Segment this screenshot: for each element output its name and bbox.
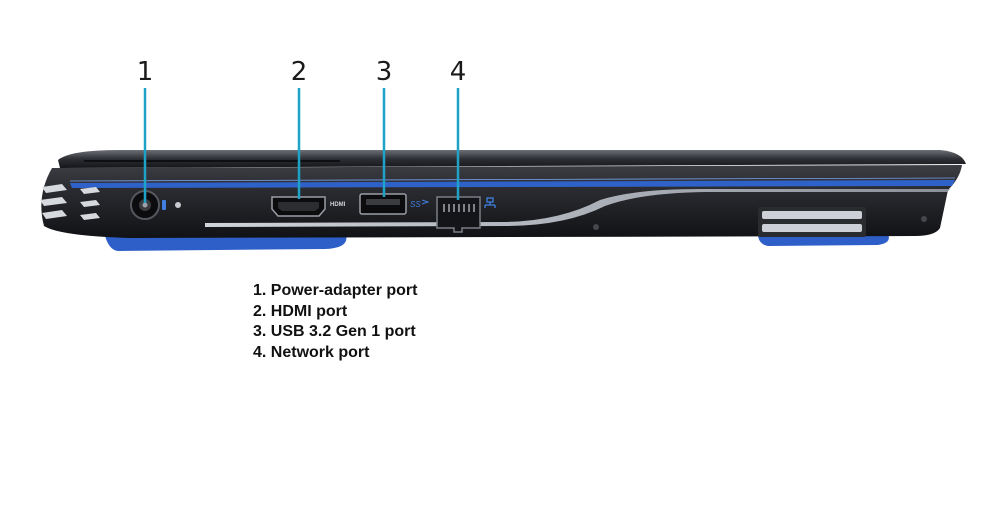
callout-number-1: 1: [136, 57, 154, 87]
legend-item: 3. USB 3.2 Gen 1 port: [253, 323, 416, 340]
usb-arrow-icon: [421, 199, 430, 205]
side-vents: [40, 184, 100, 220]
callout-number-2: 2: [290, 57, 308, 87]
network-port: [436, 196, 481, 233]
callout-number-3: 3: [375, 57, 393, 87]
legend-item: 4. Network port: [253, 343, 370, 361]
legend-item: 1. Power-adapter port: [253, 282, 418, 299]
rear-vents: [758, 207, 866, 237]
leader-lines: [143, 88, 460, 203]
network-icon: [484, 197, 496, 208]
screw: [921, 216, 927, 222]
screw: [593, 224, 599, 230]
hdmi-logo: HDMI: [330, 202, 346, 208]
hdmi-port: [271, 196, 326, 217]
silver-swoosh: [205, 189, 950, 227]
blue-accent-stripe: [70, 180, 955, 188]
laptop-lid: [58, 150, 966, 168]
port-legend: 1. Power-adapter port 2. HDMI port 3. US…: [253, 281, 417, 363]
usb-logo: SS: [410, 200, 421, 209]
power-status-icon: [162, 200, 181, 210]
legend-item: 2. HDMI port: [253, 302, 348, 320]
callout-number-4: 4: [449, 57, 467, 87]
